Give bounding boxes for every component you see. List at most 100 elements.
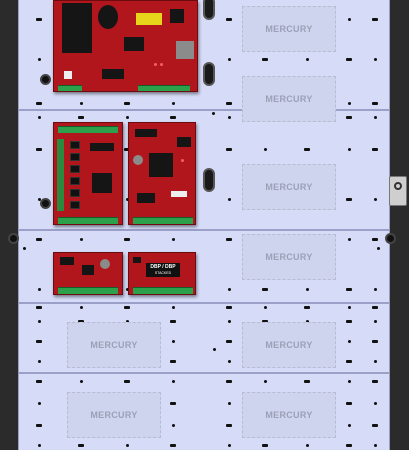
terminal-strip-icon [57, 139, 64, 211]
mercury-placeholder[interactable]: MERCURY [242, 76, 336, 122]
mounting-slot [226, 306, 232, 309]
mercury-label: MERCURY [90, 340, 138, 350]
dbp-label-text: DBP / DBP [150, 264, 176, 270]
terminal-block-icon [58, 85, 82, 91]
mercury-placeholder[interactable]: MERCURY [67, 392, 161, 438]
mounting-slot [124, 306, 130, 309]
mercury-placeholder[interactable]: MERCURY [242, 392, 336, 438]
mounting-slot [78, 444, 84, 447]
relay-icon [176, 41, 194, 59]
screw-hole [38, 320, 41, 323]
mercury-placeholder[interactable]: MERCURY [67, 322, 161, 368]
rail-divider [19, 109, 389, 111]
mounting-slot [226, 424, 232, 427]
mounting-slot [372, 424, 378, 427]
relay-board[interactable] [53, 122, 123, 225]
label-sticker-icon [171, 191, 187, 197]
mounting-hole [40, 74, 51, 85]
ic-chip-icon [124, 37, 144, 51]
mounting-slot [203, 168, 215, 192]
reader-board[interactable] [53, 252, 123, 295]
screw-hole [172, 424, 175, 427]
mounting-slot [170, 444, 176, 447]
status-led-icon [160, 63, 163, 66]
status-led-icon [181, 159, 184, 162]
mercury-label: MERCURY [90, 410, 138, 420]
mercury-label: MERCURY [265, 24, 313, 34]
screw-hole [348, 424, 351, 427]
mounting-slot [170, 116, 176, 119]
mounting-slot [262, 444, 268, 447]
screw-hole [172, 340, 175, 343]
screw-hole [228, 360, 231, 363]
ic-chip-icon [137, 193, 155, 203]
mercury-label: MERCURY [265, 94, 313, 104]
controller-board[interactable] [128, 122, 196, 225]
terminal-block-icon [58, 287, 118, 294]
capacitor-icon [98, 5, 118, 29]
mercury-placeholder[interactable]: MERCURY [242, 6, 336, 52]
mounting-slot [372, 148, 378, 151]
screw-hole [172, 238, 175, 241]
mounting-hole [385, 233, 396, 244]
screw-hole [172, 102, 175, 105]
relay-icon [70, 141, 80, 149]
door-latch[interactable] [389, 176, 407, 206]
screw-hole [80, 380, 83, 383]
screw-hole [374, 444, 377, 447]
screw-hole [172, 380, 175, 383]
screw-hole [228, 198, 231, 201]
screw-hole [264, 148, 267, 151]
screw-hole [306, 288, 309, 291]
screw-hole [348, 18, 351, 21]
mounting-slot [124, 238, 130, 241]
screw-hole [264, 306, 267, 309]
screw-hole [374, 402, 377, 405]
screw-hole [38, 198, 41, 201]
ic-chip-icon [82, 265, 94, 275]
screw-hole [264, 380, 267, 383]
screw-hole [228, 320, 231, 323]
mounting-slot [226, 380, 232, 383]
mounting-slot [226, 102, 232, 105]
dbp-sublabel-text: STACKED [154, 271, 172, 275]
mounting-slot [346, 116, 352, 119]
mounting-slot [124, 380, 130, 383]
screw-hole [172, 306, 175, 309]
ic-chip-icon [170, 9, 184, 23]
relay-icon [70, 165, 80, 173]
screw-hole [126, 116, 129, 119]
screw-hole [228, 444, 231, 447]
mercury-placeholder[interactable]: MERCURY [242, 322, 336, 368]
terminal-block-icon [138, 85, 190, 91]
screw-hole [374, 288, 377, 291]
screw-hole [80, 102, 83, 105]
power-supply-board[interactable] [53, 0, 198, 92]
connector-icon [135, 129, 157, 137]
screw-hole [38, 360, 41, 363]
screw-hole [348, 380, 351, 383]
mercury-label: MERCURY [265, 340, 313, 350]
screw-hole [126, 288, 129, 291]
mercury-placeholder[interactable]: MERCURY [242, 234, 336, 280]
mounting-slot [304, 306, 310, 309]
mounting-slot [372, 380, 378, 383]
connector-icon [133, 257, 141, 263]
mounting-slot [78, 320, 84, 323]
mounting-slot [36, 380, 42, 383]
screw-hole [348, 148, 351, 151]
yellow-component-icon [136, 13, 162, 25]
screw-hole [374, 58, 377, 61]
screw-hole [374, 116, 377, 119]
screw-hole [348, 306, 351, 309]
fuse-icon [64, 71, 72, 79]
mercury-placeholder[interactable]: MERCURY [242, 164, 336, 210]
mounting-slot [346, 402, 352, 405]
screw-hole [306, 320, 309, 323]
screw-hole [348, 238, 351, 241]
mounting-hole [40, 198, 51, 209]
mounting-slot [226, 238, 232, 241]
